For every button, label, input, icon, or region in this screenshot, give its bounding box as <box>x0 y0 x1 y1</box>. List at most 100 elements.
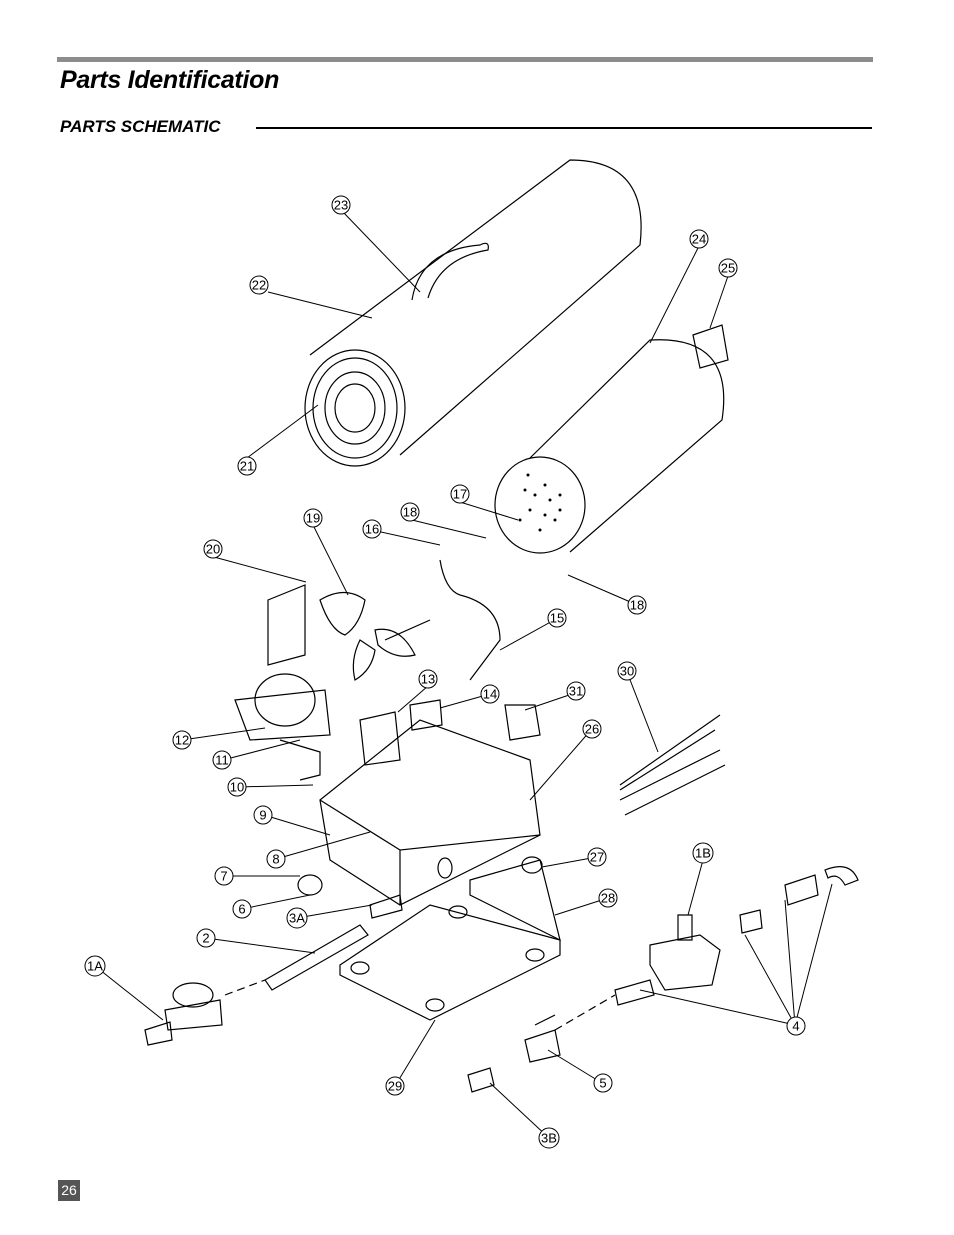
callout-31: 31 <box>566 681 586 701</box>
callout-label: 29 <box>388 1079 402 1094</box>
page-title: Parts Identification <box>60 66 280 94</box>
callout-label: 18 <box>403 505 417 520</box>
callout-22: 22 <box>249 275 269 295</box>
grommet-part <box>521 856 543 874</box>
top-rule <box>57 57 873 62</box>
callout-label: 28 <box>601 891 615 906</box>
callout-label: 7 <box>220 869 227 884</box>
callout-18-top: 18 <box>400 502 420 522</box>
callout-13: 13 <box>418 669 438 689</box>
callout-2: 2 <box>196 928 216 948</box>
base-plate-part <box>339 904 561 1021</box>
capacitor-part <box>504 704 541 741</box>
chamber-perforations <box>518 473 562 532</box>
callout-9: 9 <box>253 805 273 825</box>
callout-label: 22 <box>252 278 266 293</box>
hose-part <box>264 924 369 991</box>
callout-label: 6 <box>238 902 245 917</box>
callout-1b: 1B <box>692 842 714 864</box>
callout-29: 29 <box>385 1076 405 1096</box>
hose-centerline <box>224 979 266 996</box>
callout-6: 6 <box>232 899 252 919</box>
callout-1a: 1A <box>84 955 106 977</box>
callout-21: 21 <box>237 456 257 476</box>
callout-5: 5 <box>593 1073 613 1093</box>
valve-fitting-part <box>409 699 443 731</box>
gas-tube-part <box>439 559 501 681</box>
callout-label: 4 <box>792 1019 799 1034</box>
callout-label: 30 <box>620 664 634 679</box>
callout-label: 23 <box>334 198 348 213</box>
callout-23: 23 <box>331 195 351 215</box>
adapter-fitting-part <box>369 894 403 919</box>
callout-16: 16 <box>362 519 382 539</box>
callout-label: 15 <box>550 611 564 626</box>
callout-label: 9 <box>259 808 266 823</box>
callout-label: 3A <box>289 911 305 926</box>
foot-bracket-part <box>469 859 561 942</box>
callout-label: 26 <box>585 722 599 737</box>
nipple-fitting-b <box>784 874 819 906</box>
callout-20: 20 <box>203 539 223 559</box>
schematic-drawing <box>94 159 859 1139</box>
callout-17: 17 <box>450 484 470 504</box>
base-chassis-part <box>319 719 541 906</box>
pressure-regulator-part <box>649 914 721 991</box>
callout-30: 30 <box>617 661 637 681</box>
leader-lines <box>94 211 833 1139</box>
callout-label: 1B <box>695 846 711 861</box>
callout-label: 1A <box>87 959 103 974</box>
callout-label: 8 <box>272 852 279 867</box>
callout-label: 16 <box>365 522 379 537</box>
callout-7: 7 <box>214 866 234 886</box>
callout-25: 25 <box>718 258 738 278</box>
nipple-fitting-a <box>739 909 763 934</box>
callout-10: 10 <box>227 777 247 797</box>
callout-15: 15 <box>547 608 567 628</box>
callout-label: 11 <box>215 753 229 768</box>
callout-label: 18 <box>630 598 644 613</box>
callout-label: 31 <box>569 684 583 699</box>
callout-label: 25 <box>721 261 735 276</box>
combustion-chamber-part <box>494 324 729 554</box>
callout-28: 28 <box>598 888 618 908</box>
ball-valve-handle <box>534 1014 556 1026</box>
outer-housing-part <box>304 159 642 467</box>
callout-label: 19 <box>306 511 320 526</box>
regulator-part <box>144 982 223 1046</box>
elbow-fitting-part <box>824 866 859 886</box>
callout-4: 4 <box>786 1016 806 1036</box>
parts-schematic-diagram: 23 22 24 25 21 17 18 16 19 20 18 15 13 1… <box>84 159 859 1149</box>
section-heading: PARTS SCHEMATIC <box>60 117 221 136</box>
callout-3a: 3A <box>286 907 308 929</box>
callout-27: 27 <box>587 847 607 867</box>
callout-26: 26 <box>582 719 602 739</box>
callout-14: 14 <box>480 684 500 704</box>
callout-12: 12 <box>172 730 192 750</box>
outlet-fitting-part <box>467 1067 495 1093</box>
callout-label: 14 <box>483 687 497 702</box>
callout-label: 3B <box>541 1131 557 1146</box>
solenoid-valve-part <box>359 711 401 766</box>
inlet-fitting-part <box>297 874 323 896</box>
section-rule <box>256 127 872 129</box>
callout-label: 27 <box>590 850 604 865</box>
callout-label: 10 <box>230 780 244 795</box>
callout-24: 24 <box>689 229 709 249</box>
nipple-fitting-c <box>614 979 655 1006</box>
callout-label: 12 <box>175 733 189 748</box>
callout-label: 20 <box>206 542 220 557</box>
callout-label: 5 <box>599 1076 606 1091</box>
callout-label: 17 <box>453 487 467 502</box>
fan-motor-assembly <box>234 584 431 781</box>
page-number: 26 <box>58 1180 80 1201</box>
callout-label: 13 <box>421 672 435 687</box>
ball-valve-part <box>524 1029 561 1063</box>
callout-label: 21 <box>240 459 254 474</box>
wire-harness-part <box>619 714 726 816</box>
callout-19: 19 <box>303 508 323 528</box>
callout-3b: 3B <box>538 1127 560 1149</box>
assembly-centerline <box>554 994 616 1031</box>
callout-label: 2 <box>202 931 209 946</box>
callout-11: 11 <box>212 750 232 770</box>
